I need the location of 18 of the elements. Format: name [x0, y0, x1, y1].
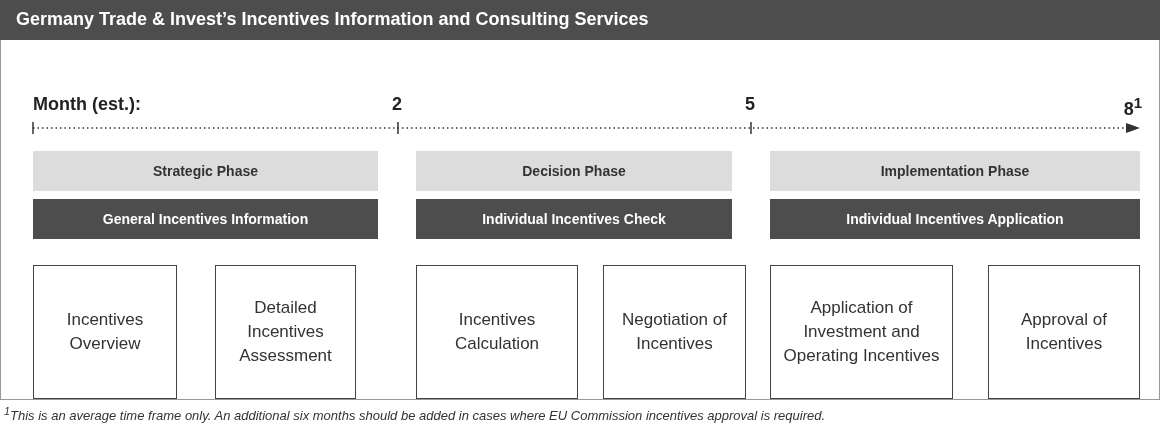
service-bar: Individual Incentives Check — [416, 199, 732, 239]
title-banner: Germany Trade & Invest’s Incentives Information and Consulting Services — [0, 0, 1160, 40]
footnote: $^{1}$This is an average time frame only. An additional six months should be added in cases where EU Commission incentives approval is required. — [4, 405, 827, 424]
phase-bar: Decision Phase — [416, 151, 732, 191]
month-marker: 8$^{1}$ — [1123, 94, 1142, 120]
step-box: Approval of Incentives — [988, 265, 1140, 399]
step-box: Application of Investment and Operating Incentives — [770, 265, 953, 399]
month-marker: 2 — [392, 94, 402, 115]
step-box: Negotiation of Incentives — [603, 265, 746, 399]
step-box: Detailed Incentives Assessment — [215, 265, 356, 399]
month-marker: 5 — [745, 94, 755, 115]
phase-bar: Implementation Phase — [770, 151, 1140, 191]
timeline-heading: Month (est.): — [33, 94, 141, 115]
service-bar: Individual Incentives Application — [770, 199, 1140, 239]
service-bar: General Incentives Information — [33, 199, 378, 239]
step-box: Incentives Overview — [33, 265, 177, 399]
step-box: Incentives Calculation — [416, 265, 578, 399]
phase-bar: Strategic Phase — [33, 151, 378, 191]
